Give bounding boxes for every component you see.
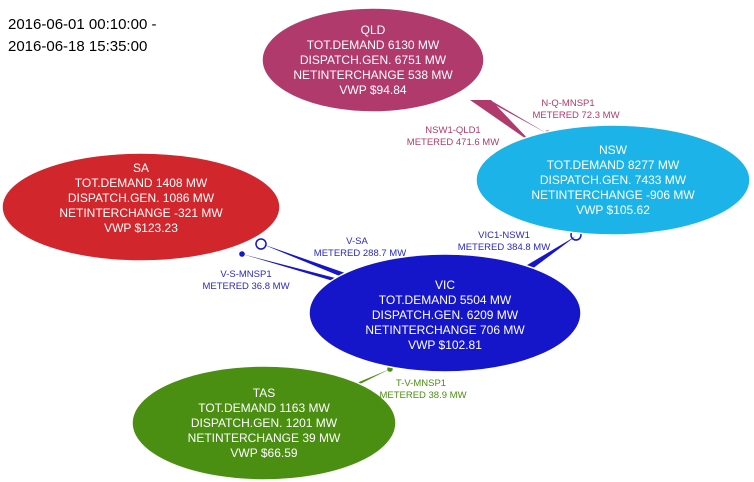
region-node-nsw[interactable]: NSW TOT.DEMAND 8277 MW DISPATCH.GEN. 743… <box>475 124 751 236</box>
region-node-vic[interactable]: VIC TOT.DEMAND 5504 MW DISPATCH.GEN. 620… <box>308 253 582 373</box>
connector-end-v-sa <box>255 238 267 250</box>
region-vwp-vic: VWP $102.81 <box>408 338 482 352</box>
interconnector-metered-v-sa: METERED 288.7 MW <box>314 248 406 259</box>
region-node-tas[interactable]: TAS TOT.DEMAND 1163 MW DISPATCH.GEN. 120… <box>131 365 397 481</box>
interconnector-name-n-q-mnsp1: N-Q-MNSP1 <box>541 98 594 109</box>
interconnector-metered-nsw1-qld1: METERED 471.6 MW <box>407 137 499 148</box>
region-vwp-qld: VWP $94.84 <box>339 83 406 97</box>
connector-v-s-mnsp1 <box>242 254 350 286</box>
region-demand-nsw: TOT.DEMAND 8277 MW <box>547 158 680 172</box>
region-gen-nsw: DISPATCH.GEN. 7433 MW <box>540 173 687 187</box>
connector-n-q-mnsp1 <box>486 100 548 134</box>
region-gen-sa: DISPATCH.GEN. 1086 MW <box>68 191 215 205</box>
region-gen-tas: DISPATCH.GEN. 1201 MW <box>191 416 338 430</box>
region-gen-vic: DISPATCH.GEN. 6209 MW <box>372 308 519 322</box>
region-node-sa[interactable]: SA TOT.DEMAND 1408 MW DISPATCH.GEN. 1086… <box>1 152 281 262</box>
region-demand-vic: TOT.DEMAND 5504 MW <box>379 293 512 307</box>
region-net-nsw: NETINTERCHANGE -906 MW <box>531 188 695 202</box>
connector-v-sa <box>262 244 359 284</box>
interconnector-name-v-sa: V-SA <box>346 236 368 247</box>
interconnector-metered-v-s-mnsp1: METERED 36.8 MW <box>202 281 289 292</box>
interconnector-name-t-v-mnsp1: T-V-MNSP1 <box>396 378 446 389</box>
region-net-qld: NETINTERCHANGE 538 MW <box>293 68 453 82</box>
region-demand-qld: TOT.DEMAND 6130 MW <box>307 38 440 52</box>
region-vwp-sa: VWP $123.23 <box>104 221 178 235</box>
region-vwp-tas: VWP $66.59 <box>230 446 297 460</box>
region-net-sa: NETINTERCHANGE -321 MW <box>59 206 223 220</box>
interconnector-name-nsw1-qld1: NSW1-QLD1 <box>425 125 480 136</box>
region-shape-nsw <box>475 124 751 236</box>
timestamp-start: 2016-06-01 00:10:00 - <box>8 16 156 33</box>
connector-vic1-nsw1 <box>512 236 576 274</box>
interconnector-name-vic1-nsw1: VIC1-NSW1 <box>478 230 530 241</box>
interconnector-metered-t-v-mnsp1: METERED 38.9 MW <box>379 390 466 401</box>
region-name-tas: TAS <box>253 386 275 400</box>
region-name-qld: QLD <box>361 23 386 37</box>
region-shape-qld <box>261 7 485 113</box>
region-vwp-nsw: VWP $105.62 <box>576 203 650 217</box>
region-node-qld[interactable]: QLD TOT.DEMAND 6130 MW DISPATCH.GEN. 675… <box>261 7 485 113</box>
connector-nsw1-qld1 <box>470 100 532 143</box>
region-shape-tas <box>131 365 397 481</box>
interconnector-name-v-s-mnsp1: V-S-MNSP1 <box>220 269 271 280</box>
region-gen-qld: DISPATCH.GEN. 6751 MW <box>300 53 447 67</box>
region-demand-sa: TOT.DEMAND 1408 MW <box>75 176 208 190</box>
region-name-sa: SA <box>133 161 149 175</box>
connector-end-v-s-mnsp1 <box>239 251 245 257</box>
region-name-vic: VIC <box>435 278 455 292</box>
interconnector-metered-n-q-mnsp1: METERED 72.3 MW <box>532 110 619 121</box>
region-demand-tas: TOT.DEMAND 1163 MW <box>198 401 330 415</box>
region-shape-sa <box>1 152 281 262</box>
interconnector-metered-vic1-nsw1: METERED 384.8 MW <box>458 242 550 253</box>
region-net-tas: NETINTERCHANGE 39 MW <box>188 431 341 445</box>
timestamp-end: 2016-06-18 15:35:00 <box>8 38 147 55</box>
region-name-nsw: NSW <box>599 143 628 157</box>
region-shape-vic <box>308 253 582 373</box>
region-net-vic: NETINTERCHANGE 706 MW <box>365 323 525 337</box>
